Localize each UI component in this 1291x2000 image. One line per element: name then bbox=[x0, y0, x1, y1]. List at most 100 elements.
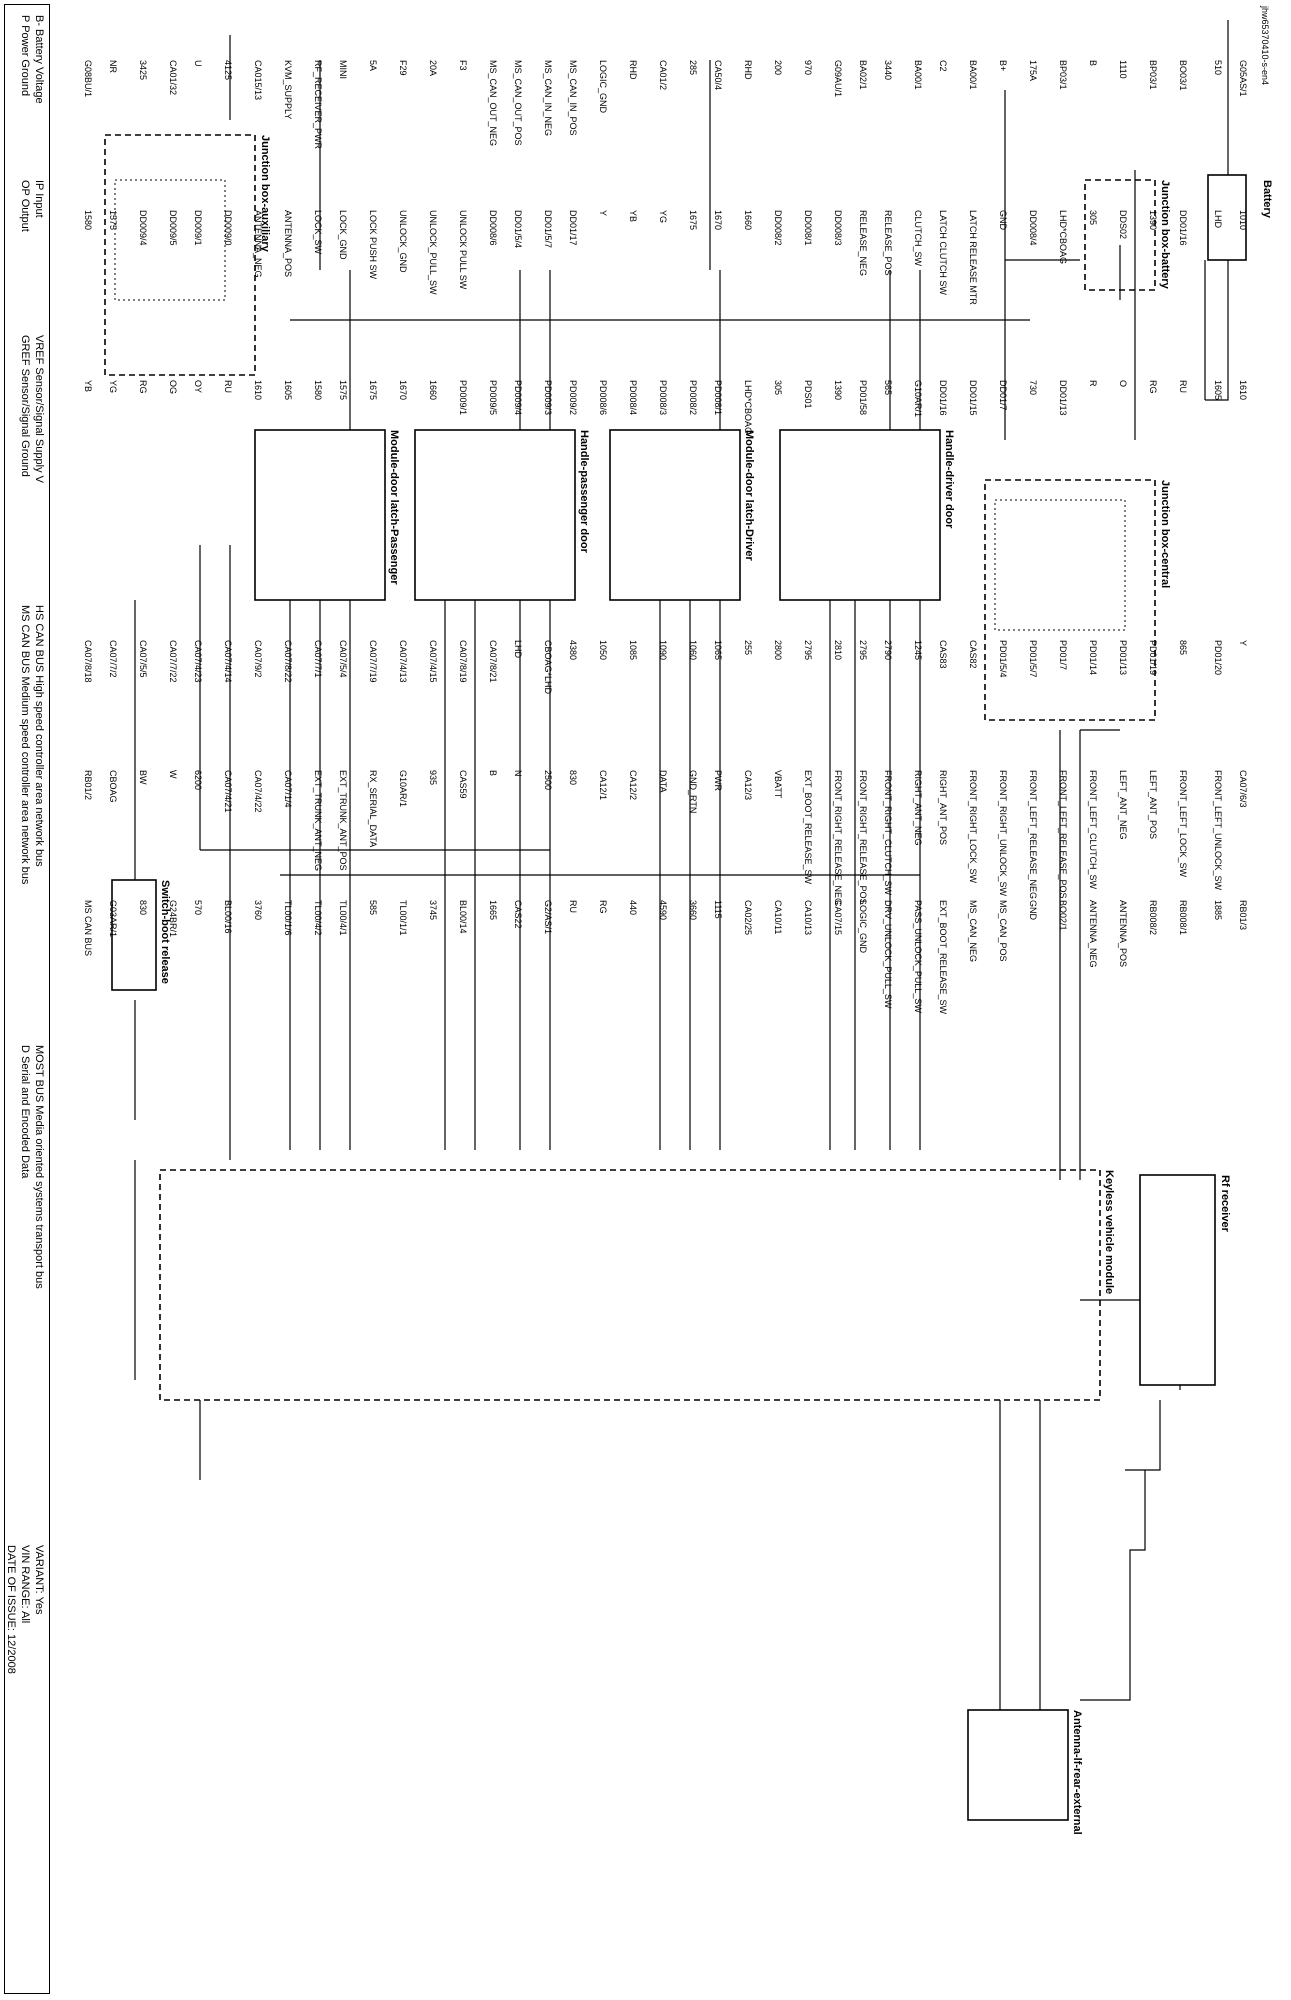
connector-label: 1885 bbox=[1213, 900, 1223, 920]
connector-label: MINI bbox=[338, 60, 348, 79]
connector-label: 1115 bbox=[713, 900, 723, 919]
connector-label: 305 bbox=[1088, 210, 1098, 225]
connector-label: RB008/1 bbox=[1178, 900, 1188, 935]
connector-label: 1610 bbox=[253, 380, 263, 400]
battery-box bbox=[1207, 174, 1247, 261]
connector-label: G09AU/1 bbox=[833, 60, 843, 97]
connector-label: CA07/4/15 bbox=[428, 640, 438, 683]
connector-label: 1665 bbox=[488, 900, 498, 920]
jb-central-box bbox=[984, 479, 1156, 721]
connector-label: 4380 bbox=[568, 640, 578, 660]
connector-label: 2800 bbox=[773, 640, 783, 660]
connector-label: CA07/8/18 bbox=[83, 640, 93, 683]
connector-label: PD01/7 bbox=[1058, 640, 1068, 670]
connector-label: PD01/5/7 bbox=[1028, 640, 1038, 678]
connector-label: MS_CAN_IN_NEG bbox=[543, 60, 553, 136]
connector-label: PD009/4 bbox=[513, 380, 523, 415]
connector-label: CA07/7/19 bbox=[368, 640, 378, 683]
connector-label: DD009/1 bbox=[193, 210, 203, 246]
connector-label: YB bbox=[628, 210, 638, 222]
connector-label: EXT_TRUNK_ANT_NEG bbox=[313, 770, 323, 871]
connector-label: LEFT_ANT_POS bbox=[1148, 770, 1158, 839]
connector-label: U bbox=[193, 60, 203, 67]
connector-label: LOCK_GND bbox=[338, 210, 348, 260]
connector-label: RG bbox=[138, 380, 148, 394]
connector-label: PD01/19 bbox=[1148, 640, 1158, 675]
connector-label: CA01/32 bbox=[168, 60, 178, 95]
wires bbox=[134, 20, 1229, 1750]
connector-label: 2810 bbox=[833, 640, 843, 660]
connector-label: BO03/1 bbox=[1178, 60, 1188, 91]
connector-label: PD008/6 bbox=[598, 380, 608, 415]
connector-labels: G05AS/1510BO03/1BP03/11110BBP03/1175AB+B… bbox=[83, 5, 1270, 1015]
connector-label: 3745 bbox=[428, 900, 438, 920]
connector-label: 20A bbox=[428, 60, 438, 76]
connector-label: CAS59 bbox=[458, 770, 468, 799]
connector-label: 3440 bbox=[883, 60, 893, 80]
connector-label: RB01/2 bbox=[83, 770, 93, 800]
connector-label: PD008/1 bbox=[713, 380, 723, 415]
connector-label: 2795 bbox=[803, 640, 813, 660]
connector-label: FRONT_RIGHT_UNLOCK_SW bbox=[998, 770, 1008, 897]
connector-label: MS_CAN_OUT_NEG bbox=[488, 60, 498, 146]
connector-label: PWR bbox=[713, 770, 723, 791]
connector-label: LHD bbox=[1213, 210, 1223, 229]
connector-label: 1110 bbox=[1118, 60, 1128, 79]
connector-label: DD009/0 bbox=[223, 210, 233, 246]
connector-label: RIGHT_ANT_NEG bbox=[913, 770, 923, 846]
connector-label: 1670 bbox=[398, 380, 408, 400]
connector-label: RIGHT_ANT_POS bbox=[938, 770, 948, 845]
connector-label: 585 bbox=[368, 900, 378, 915]
connector-label: CA07/1/4 bbox=[283, 770, 293, 808]
connector-label: BL00/16 bbox=[223, 900, 233, 934]
connector-label: 3660 bbox=[688, 900, 698, 920]
connector-label: UNLOCK_GND bbox=[398, 210, 408, 273]
handle-passenger-title: Handle-passenger door bbox=[578, 430, 590, 554]
connector-label: 440 bbox=[628, 900, 638, 915]
connector-label: G24BR/1 bbox=[168, 900, 178, 937]
connector-label: RG bbox=[598, 900, 608, 914]
connector-label: FRONT_LEFT_RELEASE_POS bbox=[1058, 770, 1068, 899]
connector-label: 1065 bbox=[713, 640, 723, 660]
connector-label: 4590 bbox=[658, 900, 668, 920]
connector-label: ANTENNA_NEG bbox=[253, 210, 263, 278]
connector-label: 285 bbox=[688, 60, 698, 75]
connector-label: MS_CAN_NEG bbox=[968, 900, 978, 962]
connector-label: FRONT_LEFT_UNLOCK_SW bbox=[1213, 770, 1223, 891]
connector-label: CA07/7/1 bbox=[313, 640, 323, 678]
connector-label: 570 bbox=[193, 900, 203, 915]
connector-label: BA02/1 bbox=[858, 60, 868, 90]
connector-label: 830 bbox=[138, 900, 148, 915]
connector-label: G2/AS/1 bbox=[543, 900, 553, 934]
connector-label: PD01/58 bbox=[858, 380, 868, 415]
connector-label: MS CAN BUS bbox=[83, 900, 93, 956]
connector-label: RB008/2 bbox=[1148, 900, 1158, 935]
connector-label: PD01/20 bbox=[1213, 640, 1223, 675]
connector-label: 1605 bbox=[283, 380, 293, 400]
connector-label: BP03/1 bbox=[1058, 60, 1068, 90]
connector-label: EXT_BOOT_RELEASE_SW bbox=[803, 770, 813, 885]
connector-label: FRONT_RIGHT_RELEASE_POS bbox=[858, 770, 868, 905]
battery-title: Battery bbox=[1261, 180, 1273, 219]
connector-label: CA10/13 bbox=[803, 900, 813, 935]
rf-receiver-title: Rf receiver bbox=[1219, 1175, 1231, 1233]
connector-label: 1575 bbox=[338, 380, 348, 400]
text-labels: Battery Junction box-battery Junction bo… bbox=[159, 135, 1273, 1835]
connector-label: CLUTCH_SW bbox=[913, 210, 923, 267]
handle-driver-box bbox=[779, 429, 941, 601]
connector-label: 1060 bbox=[688, 640, 698, 660]
connector-label: PASS_UNLOCK_PULL_SW bbox=[913, 900, 923, 1013]
connector-label: CA12/3 bbox=[743, 770, 753, 800]
connector-label: PD01/13 bbox=[1118, 640, 1128, 675]
connector-label: DD009/5 bbox=[168, 210, 178, 246]
connector-label: Y bbox=[598, 210, 608, 216]
connector-label: RU bbox=[223, 380, 233, 393]
connector-label: 830 bbox=[568, 770, 578, 785]
connector-label: TL00/4/2 bbox=[313, 900, 323, 936]
connector-label: 1390 bbox=[833, 380, 843, 400]
connector-label: DD008/3 bbox=[833, 210, 843, 246]
connector-label: F3 bbox=[458, 60, 468, 71]
connector-label: CAS22 bbox=[513, 900, 523, 929]
connector-label: PD008/3 bbox=[658, 380, 668, 415]
keyless-title: Keyless vehicle module bbox=[1103, 1170, 1115, 1294]
